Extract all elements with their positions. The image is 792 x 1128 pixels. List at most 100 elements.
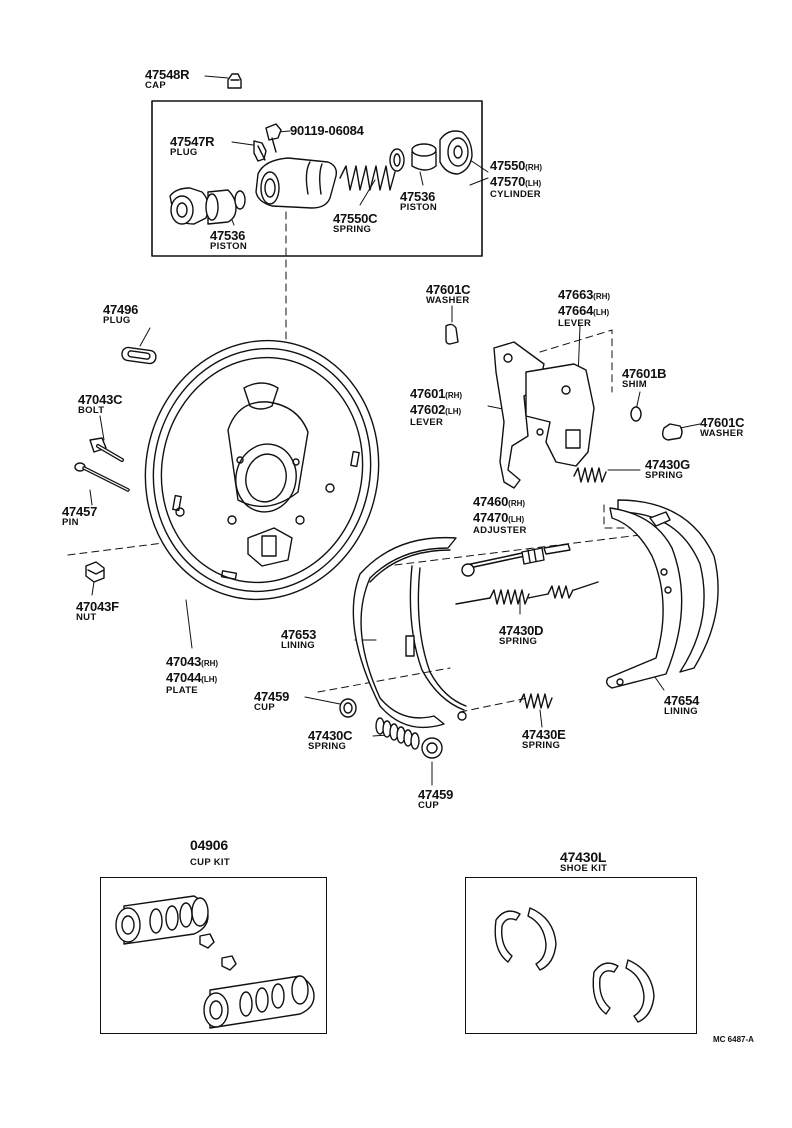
part-name: NUT — [76, 612, 97, 623]
label-47653: 47653 LINING — [281, 628, 316, 651]
label-90119: 90119-06084 — [290, 124, 364, 137]
part-name: CAP — [145, 80, 166, 91]
part-name: PISTON — [400, 202, 437, 213]
label-47430c: 47430C SPRING — [308, 728, 353, 752]
leader-lines — [89, 75, 701, 786]
plug-47496-part — [121, 346, 157, 365]
label-47043-plate: 47043(RH) 47044(LH) PLATE — [166, 654, 218, 696]
side-code: (RH) — [445, 391, 463, 400]
cylinder-spring-part — [339, 165, 396, 191]
left-piston-part — [205, 189, 246, 225]
part-name: SPRING — [308, 741, 347, 752]
label-47601c-right: 47601C WASHER — [700, 416, 745, 439]
bolt-90119-part — [265, 123, 282, 153]
part-name: PLATE — [166, 685, 198, 696]
cup-kit-contents — [115, 895, 315, 1029]
part-number: 47601B — [622, 366, 667, 381]
bolt-47043c-part — [89, 437, 124, 462]
cap-47548r-part — [227, 73, 242, 89]
part-number: 47536 — [400, 189, 436, 204]
side-code: (LH) — [525, 179, 542, 188]
part-name: SHIM — [622, 379, 647, 390]
part-number: 47043 — [166, 654, 202, 669]
part-number: 47653 — [281, 627, 317, 642]
part-number: 47459 — [254, 689, 290, 704]
label-47550-cylinder: 47550(RH) 47570(LH) CYLINDER — [490, 158, 542, 200]
part-number: 47470 — [473, 510, 509, 525]
part-name: LEVER — [410, 417, 444, 428]
spring-47430g-part — [573, 467, 607, 483]
right-brake-shoe-part — [605, 499, 719, 689]
part-name: ADJUSTER — [473, 525, 527, 536]
label-47547r: 47547R PLUG — [170, 135, 215, 158]
label-47430l-shoe-kit: 47430L SHOE KIT — [560, 850, 607, 874]
shoe-kit-contents — [494, 907, 655, 1023]
part-name: WASHER — [700, 428, 744, 439]
part-number: 47460 — [473, 494, 509, 509]
part-number: 47457 — [62, 504, 98, 519]
part-name: SPRING — [645, 470, 684, 481]
label-47601b: 47601B SHIM — [622, 366, 667, 390]
label-47459-left: 47459 CUP — [254, 690, 289, 713]
part-number: 47663 — [558, 287, 594, 302]
shim-47601b-part — [630, 406, 642, 422]
bleeder-plug-part — [253, 140, 267, 162]
washer-47601c-top-part — [445, 323, 459, 345]
part-number: 47430L — [560, 849, 607, 865]
part-name: PLUG — [103, 315, 131, 326]
spring-47430c-part — [375, 717, 420, 750]
part-number: 47548R — [145, 67, 190, 82]
part-number: 47430E — [522, 727, 566, 742]
part-name: CUP — [254, 702, 275, 713]
label-47457: 47457 PIN — [62, 505, 97, 528]
spring-47430d-part — [455, 581, 599, 605]
part-name: SPRING — [333, 224, 372, 235]
part-name: CUP — [418, 800, 439, 811]
part-name: PLUG — [170, 147, 198, 158]
part-number: 47430C — [308, 728, 353, 743]
side-code: (LH) — [201, 675, 218, 684]
part-name: LEVER — [558, 318, 592, 329]
part-number: 47496 — [103, 302, 139, 317]
side-code: (RH) — [508, 499, 526, 508]
part-number: 47570 — [490, 174, 526, 189]
side-code: (LH) — [508, 515, 525, 524]
part-name: PIN — [62, 517, 79, 528]
nut-47043f-part — [85, 561, 105, 583]
part-number: 47601C — [426, 282, 471, 297]
side-code: (RH) — [525, 163, 543, 172]
left-boot-part — [169, 187, 209, 225]
label-47430d: 47430D SPRING — [499, 623, 544, 647]
part-number: 47601 — [410, 386, 446, 401]
side-code: (LH) — [593, 308, 610, 317]
label-47459-bottom: 47459 CUP — [418, 788, 453, 811]
part-number: 47602 — [410, 402, 446, 417]
part-number: 47664 — [558, 303, 594, 318]
adjuster-part — [461, 543, 571, 577]
part-name: CYLINDER — [490, 189, 541, 200]
backing-plate-part — [144, 339, 380, 601]
parking-brake-lever-part — [493, 341, 595, 489]
wheel-cylinder-group-box — [151, 100, 483, 257]
right-boot-part — [439, 130, 473, 175]
label-47550c: 47550C SPRING — [333, 211, 378, 235]
cup-kit-box — [100, 877, 327, 1034]
part-number: 47654 — [664, 693, 700, 708]
footer-code: MC 6487-A — [713, 1035, 754, 1044]
washer-47601c-right-part — [661, 423, 683, 441]
part-number: 47430D — [499, 623, 544, 638]
part-name: WASHER — [426, 295, 470, 306]
label-47536-left: 47536 PISTON — [210, 229, 247, 252]
part-name: PISTON — [210, 241, 247, 252]
spring-47430e-part — [519, 693, 553, 709]
left-brake-shoe-part — [352, 536, 467, 729]
cup-47459-left-part — [339, 698, 357, 718]
cup-seal-part — [389, 148, 405, 172]
part-name: CUP KIT — [190, 857, 230, 868]
label-47430e: 47430E SPRING — [522, 728, 566, 751]
part-name: LINING — [281, 640, 315, 651]
side-code: (RH) — [593, 292, 611, 301]
part-name: SHOE KIT — [560, 863, 608, 874]
part-number: 47550C — [333, 211, 378, 226]
